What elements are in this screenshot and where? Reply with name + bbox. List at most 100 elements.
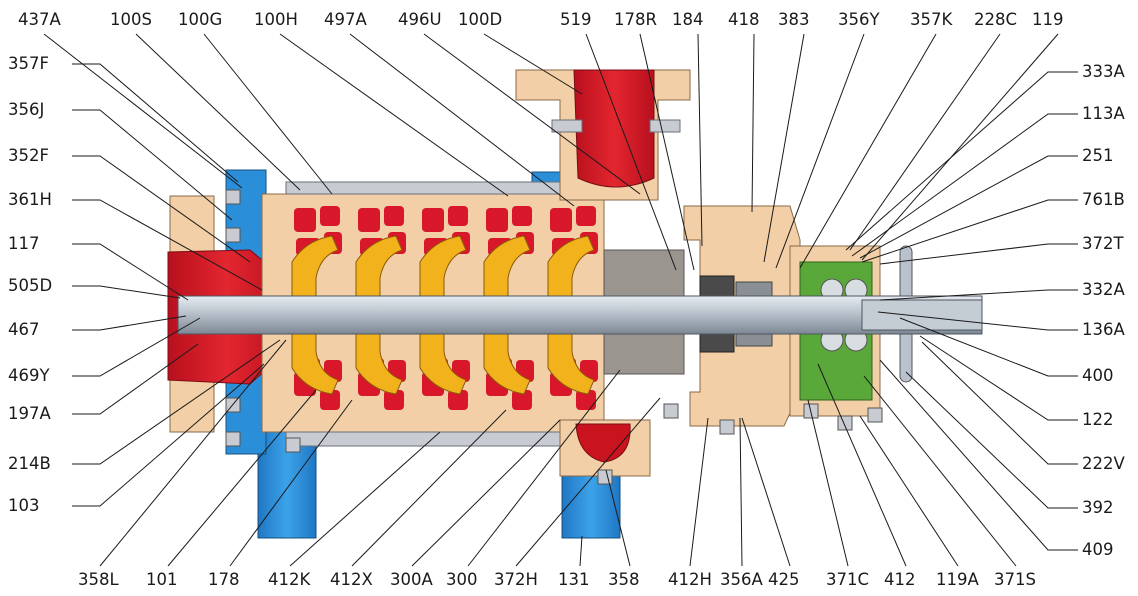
- leader-line: [72, 339, 281, 465]
- leader-line: [817, 363, 907, 567]
- impeller-upper: [547, 235, 595, 297]
- label-357F: 357F: [8, 54, 49, 73]
- diffuser-vane: [512, 206, 532, 226]
- leader-line: [349, 33, 575, 207]
- diffuser-vane: [294, 208, 316, 232]
- label-392: 392: [1082, 498, 1114, 517]
- balance-chamber: [559, 419, 651, 477]
- label-131: 131: [558, 570, 590, 589]
- label-113A: 113A: [1082, 104, 1125, 123]
- leader-line: [72, 363, 265, 507]
- impeller-stage: [291, 206, 342, 410]
- label-372H: 372H: [494, 570, 538, 589]
- label-100H: 100H: [254, 10, 298, 29]
- leader-line: [585, 33, 677, 271]
- leader-line: [861, 33, 1059, 261]
- label-437A: 437A: [18, 10, 61, 29]
- diffuser-vane: [448, 390, 468, 410]
- label-136A: 136A: [1082, 320, 1125, 339]
- leader-line: [877, 311, 1078, 331]
- leader-line: [763, 33, 805, 263]
- label-425: 425: [768, 570, 800, 589]
- leader-line: [72, 109, 233, 221]
- label-178: 178: [208, 570, 240, 589]
- diffuser-vane: [486, 208, 508, 232]
- label-184: 184: [672, 10, 704, 29]
- label-418: 418: [728, 10, 760, 29]
- leader-line: [351, 409, 507, 567]
- leader-line: [807, 399, 849, 567]
- label-519: 519: [560, 10, 592, 29]
- shaft: [177, 295, 983, 335]
- impeller-lower: [355, 333, 403, 395]
- label-412K: 412K: [268, 570, 311, 589]
- label-409: 409: [1082, 540, 1114, 559]
- label-300A: 300A: [390, 570, 433, 589]
- diffuser-vane: [422, 208, 444, 232]
- label-469Y: 469Y: [8, 366, 50, 385]
- diffuser-vane: [512, 390, 532, 410]
- leader-line: [879, 359, 1078, 551]
- leader-line: [43, 33, 243, 189]
- leader-line: [167, 389, 317, 567]
- label-412H: 412H: [668, 570, 712, 589]
- impeller-upper: [291, 235, 339, 297]
- label-300: 300: [446, 570, 478, 589]
- leader-line: [905, 371, 1078, 509]
- leader-lines: [43, 33, 1078, 567]
- label-356Y: 356Y: [838, 10, 880, 29]
- leader-line: [605, 469, 631, 567]
- impeller-upper: [419, 235, 467, 297]
- leader-line: [879, 289, 1078, 301]
- leader-line: [739, 417, 743, 567]
- impeller-stage: [355, 206, 406, 410]
- leader-line: [639, 33, 695, 271]
- label-103: 103: [8, 496, 40, 515]
- discharge-nozzle: [515, 69, 691, 201]
- leader-line: [697, 33, 703, 247]
- impeller-upper: [483, 235, 531, 297]
- label-467: 467: [8, 320, 40, 339]
- leader-line: [849, 33, 1001, 251]
- leader-line: [72, 317, 201, 377]
- label-761B: 761B: [1082, 190, 1125, 209]
- leader-line: [99, 339, 287, 567]
- leader-line: [751, 33, 755, 213]
- leader-line: [483, 33, 583, 95]
- label-356J: 356J: [8, 100, 45, 119]
- leader-line: [775, 33, 865, 269]
- diffuser-vane: [576, 206, 596, 226]
- impeller-stage: [483, 206, 534, 410]
- label-228C: 228C: [974, 10, 1018, 29]
- leader-line: [135, 33, 301, 191]
- diffuser-vane: [576, 390, 596, 410]
- label-197A: 197A: [8, 404, 51, 423]
- leader-line: [851, 113, 1078, 257]
- leader-line: [423, 33, 641, 195]
- leader-line: [72, 343, 199, 415]
- label-101: 101: [146, 570, 178, 589]
- leader-line: [72, 315, 187, 331]
- label-356A: 356A: [720, 570, 763, 589]
- leader-line: [72, 285, 181, 299]
- diffuser-vane: [384, 206, 404, 226]
- impeller-stage: [419, 206, 470, 410]
- label-251: 251: [1082, 146, 1114, 165]
- impeller-lower: [547, 333, 595, 395]
- label-357K: 357K: [910, 10, 953, 29]
- impeller-lower: [483, 333, 531, 395]
- label-100D: 100D: [458, 10, 503, 29]
- leader-line: [899, 317, 1078, 377]
- impeller-stages: [291, 206, 598, 410]
- leader-line: [229, 399, 353, 567]
- label-497A: 497A: [324, 10, 367, 29]
- leader-line: [859, 155, 1078, 259]
- bolt: [867, 407, 883, 423]
- label-358: 358: [608, 570, 640, 589]
- label-119A: 119A: [936, 570, 979, 589]
- leader-line: [467, 369, 621, 567]
- leader-line: [72, 63, 239, 183]
- leader-line: [861, 199, 1078, 263]
